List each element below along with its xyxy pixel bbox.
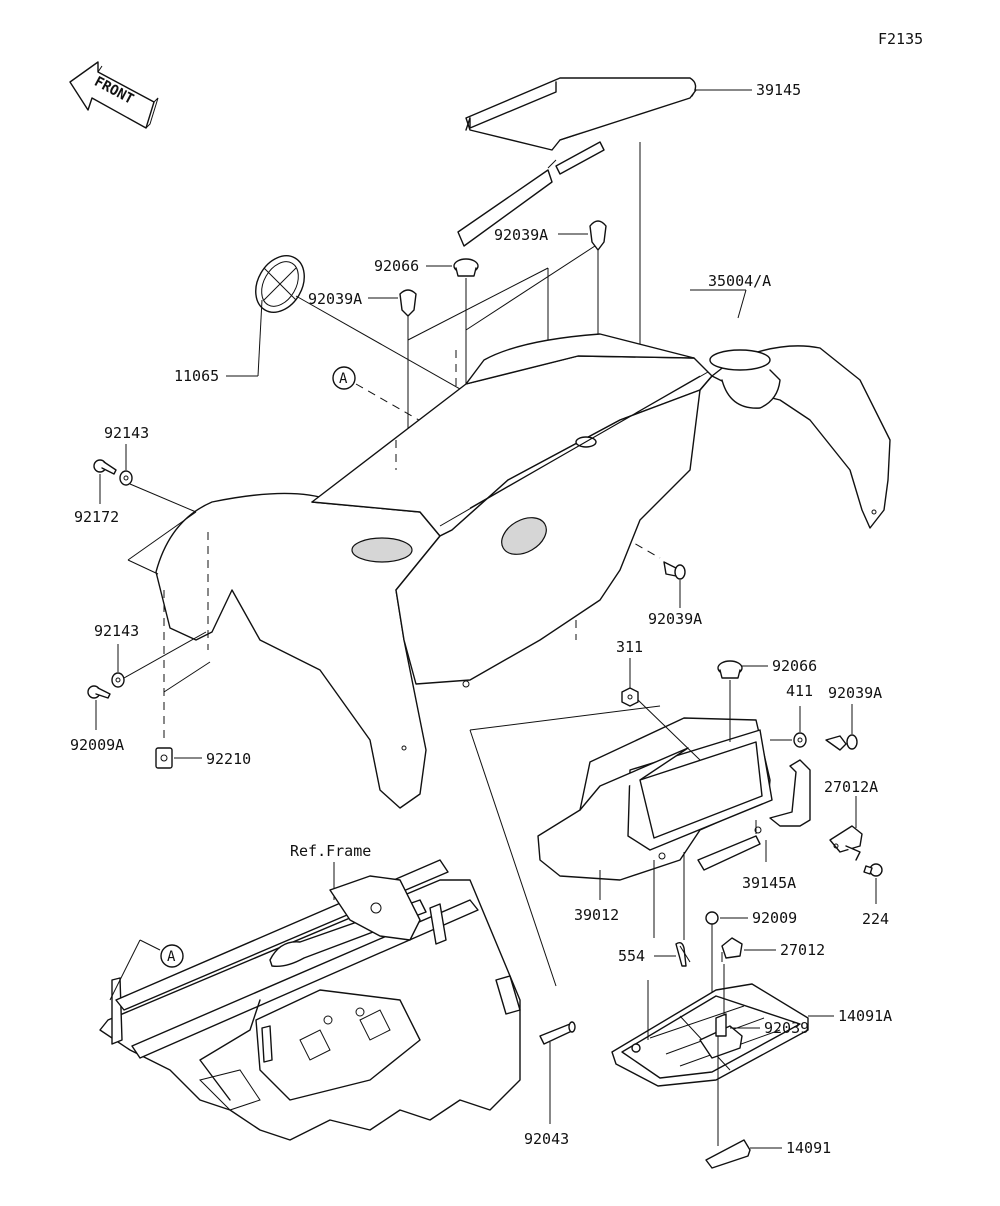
part-label-14091: 14091 <box>786 1139 831 1157</box>
part-label-27012A: 27012A <box>824 778 878 796</box>
part-label-92039A-mid: 92039A <box>308 290 362 308</box>
part-label-11065: 11065 <box>174 367 219 385</box>
bolt-92172 <box>93 459 117 475</box>
nut-311 <box>621 687 639 707</box>
part-label-311: 311 <box>616 638 643 656</box>
pin-92039A-mid <box>399 289 417 317</box>
ref-frame-label: Ref.Frame <box>290 842 371 860</box>
callout-a-upper: A <box>332 366 356 390</box>
part-label-92009: 92009 <box>752 909 797 927</box>
part-label-92039A-low: 92039A <box>828 684 882 702</box>
part-label-554: 554 <box>618 947 645 965</box>
part-label-92039A-right: 92039A <box>648 610 702 628</box>
pin-92039A-right <box>663 561 686 580</box>
part-label-27012: 27012 <box>780 941 825 959</box>
part-label-92143-low: 92143 <box>94 622 139 640</box>
washer-92143-top <box>119 470 133 486</box>
pin-92039A-top <box>589 220 607 251</box>
part-label-92172: 92172 <box>74 508 119 526</box>
frame-assembly <box>99 859 521 1141</box>
front-direction-arrow-icon: FRONT <box>69 61 159 129</box>
weather-strip-39145 <box>457 77 697 247</box>
pin-92043 <box>539 1021 576 1045</box>
part-label-92066-low: 92066 <box>772 657 817 675</box>
part-label-14091A: 14091A <box>838 1007 892 1025</box>
cotter-pin-554 <box>675 941 691 967</box>
part-label-92039: 92039 <box>764 1019 809 1037</box>
part-label-411: 411 <box>786 682 813 700</box>
part-label-92143-top: 92143 <box>104 424 149 442</box>
tool-box-39012 <box>537 717 773 881</box>
part-label-92066-top: 92066 <box>374 257 419 275</box>
part-label-39145: 39145 <box>756 81 801 99</box>
plug-92066-low <box>717 660 743 679</box>
washer-411 <box>793 732 807 748</box>
rear-fender-body <box>155 333 891 809</box>
hinge-14091 <box>705 1139 751 1169</box>
part-label-35004A: 35004/A <box>708 272 771 290</box>
pin-224 <box>863 863 883 877</box>
pin-92039 <box>715 1013 727 1037</box>
part-label-92043: 92043 <box>524 1130 569 1148</box>
latch-27012 <box>721 937 743 959</box>
svg-text:A: A <box>339 371 348 387</box>
figure-code: F2135 <box>878 30 923 48</box>
grommet-11065 <box>255 255 305 313</box>
latch-27012A <box>829 825 863 861</box>
part-label-92039A-top: 92039A <box>494 226 548 244</box>
seal-strip-39145A <box>697 759 811 871</box>
clip-nut-92210 <box>155 747 173 769</box>
svg-text:A: A <box>167 949 176 965</box>
bolt-92009 <box>705 911 719 936</box>
part-label-92009A: 92009A <box>70 736 124 754</box>
part-label-39012: 39012 <box>574 906 619 924</box>
lid-14091A <box>611 983 809 1087</box>
washer-92143-low <box>111 672 125 688</box>
bolt-92009A <box>87 685 111 699</box>
part-label-224: 224 <box>862 910 889 928</box>
plug-92066-top <box>453 258 479 277</box>
part-label-39145A: 39145A <box>742 874 796 892</box>
callout-a-lower: A <box>160 944 184 968</box>
part-label-92210: 92210 <box>206 750 251 768</box>
pin-92039A-low <box>825 734 858 751</box>
